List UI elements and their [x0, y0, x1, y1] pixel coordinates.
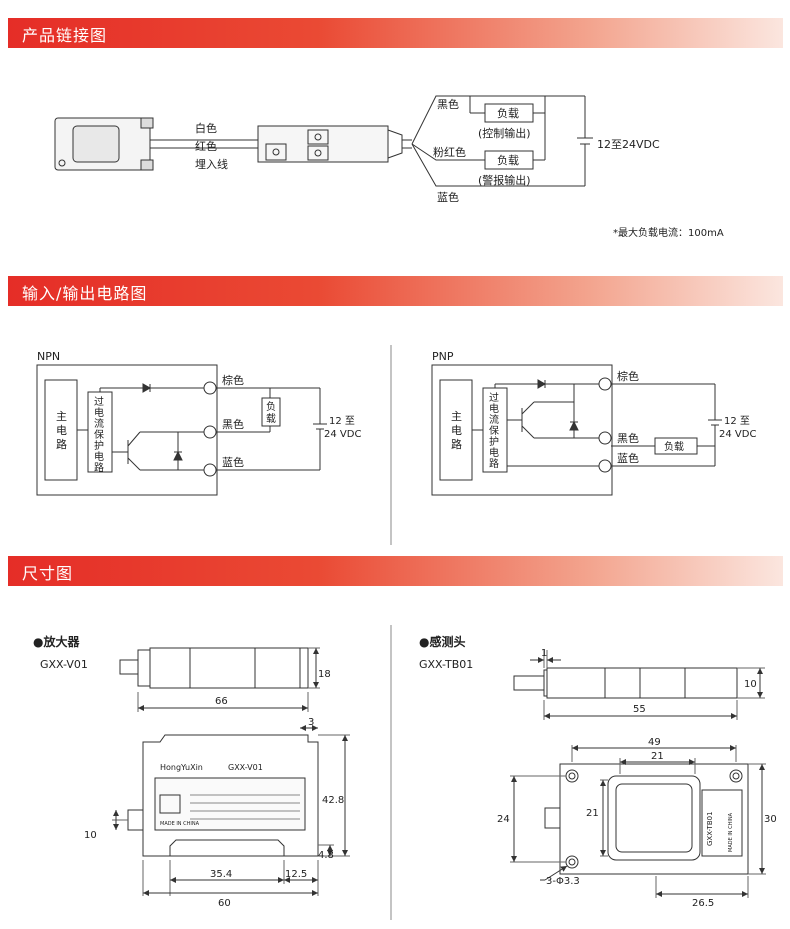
protect-char: 电: [489, 446, 499, 459]
dim-24: 24: [497, 814, 510, 825]
load-char: 负: [266, 400, 276, 413]
max-load-note: *最大负载电流：100mA: [613, 226, 724, 239]
wire-label-white: 白色: [195, 121, 217, 135]
load-label: 负载: [497, 153, 519, 167]
sensor-top-view: [513, 650, 765, 720]
sensor-model: GXX-TB01: [419, 658, 473, 671]
amplifier-heading: ●放大器: [33, 634, 80, 649]
sensor-label-model: GXX-TB01: [706, 811, 714, 846]
pnp-labels: 主 电 路 过 电 流 保 护 电 路 棕色 黑色 蓝色 负载 12 至 24 …: [451, 369, 756, 470]
hole-callout: 3-Φ3.3: [546, 876, 580, 887]
dim-60: 60: [218, 898, 231, 909]
amplifier-label-model: GXX-V01: [228, 763, 263, 772]
supply-label: 12 至: [329, 415, 355, 427]
main-circuit-char: 主: [451, 410, 462, 423]
wire-label-blue: 蓝色: [437, 190, 459, 204]
dim-1: 1: [541, 648, 547, 659]
amplifier-brand: HongYuXin: [160, 763, 203, 772]
sensor-heading: ●感测头: [419, 634, 465, 649]
sensor-made-in: MADE IN CHINA: [728, 812, 734, 852]
pnp-label: PNP: [432, 350, 454, 363]
dim-55: 55: [633, 704, 646, 715]
protect-char: 路: [94, 461, 104, 474]
protect-char: 路: [489, 457, 499, 470]
protect-char: 保: [94, 428, 104, 441]
section-title: 输入/输出电路图: [22, 284, 148, 303]
dim-21-top: 21: [651, 751, 664, 762]
section-title: 尺寸图: [22, 564, 74, 583]
wire-label-blue: 蓝色: [222, 455, 244, 469]
dim-26-5: 26.5: [692, 898, 714, 909]
connection-labels: 白色 红色 埋入线 黑色 粉红色 蓝色 负载 (控制输出) 负载 (警报输出) …: [195, 97, 724, 239]
wire-label-pink-red: 粉红色: [433, 145, 466, 159]
amplifier-top-view: [119, 647, 320, 712]
section-banner-connection: 产品链接图: [8, 18, 783, 48]
wire-label-red: 红色: [195, 139, 217, 153]
npn-circuit: [36, 364, 327, 496]
protect-char: 流: [94, 417, 104, 430]
dim-10: 10: [744, 679, 757, 690]
sensor-front-view: [510, 745, 766, 898]
wire-label-embedded: 埋入线: [195, 157, 228, 171]
amplifier-made-in: MADE IN CHINA: [160, 821, 200, 827]
protect-char: 过: [489, 391, 499, 404]
pnp-circuit: [431, 364, 722, 496]
dim-21-side: 21: [586, 808, 599, 819]
npn-label: NPN: [37, 350, 60, 363]
protect-char: 电: [94, 406, 104, 419]
protect-char: 保: [489, 424, 499, 437]
section-banner-dimension: 尺寸图: [8, 556, 783, 586]
protect-char: 电: [94, 450, 104, 463]
dim-3: 3: [308, 717, 314, 728]
section-banner-circuit: 输入/输出电路图: [8, 276, 783, 306]
wire-label-black: 黑色: [617, 431, 639, 445]
protect-char: 护: [94, 439, 104, 452]
wire-label-black: 黑色: [222, 417, 244, 431]
dim-18: 18: [318, 669, 331, 680]
main-circuit-char: 路: [56, 438, 67, 451]
wire-label-blue: 蓝色: [617, 451, 639, 465]
main-circuit-char: 电: [451, 424, 462, 437]
load-note-alarm: (警报输出): [478, 173, 531, 187]
dim-42-8: 42.8: [322, 795, 344, 806]
protect-char: 电: [489, 402, 499, 415]
dim-12-5: 12.5: [285, 869, 307, 880]
dim-49: 49: [648, 737, 661, 748]
amplifier-model: GXX-V01: [40, 658, 88, 671]
protect-char: 过: [94, 395, 104, 408]
amplifier-front-view: [112, 725, 350, 896]
dim-35-4: 35.4: [210, 869, 232, 880]
load-note-control: (控制输出): [478, 126, 531, 140]
dim-66: 66: [215, 696, 228, 707]
load-char: 载: [266, 413, 276, 425]
wire-label-black: 黑色: [437, 97, 459, 111]
wire-label-brown: 棕色: [617, 369, 639, 383]
main-circuit-char: 主: [56, 410, 67, 423]
wire-label-brown: 棕色: [222, 373, 244, 387]
supply-label: 24 VDC: [719, 429, 756, 440]
connection-diagram: [54, 95, 593, 187]
main-circuit-char: 电: [56, 424, 67, 437]
protect-char: 护: [489, 435, 499, 448]
section-title: 产品链接图: [22, 26, 108, 45]
dim-4-8: 4.8: [318, 850, 334, 861]
dim-10: 10: [84, 830, 97, 841]
supply-label: 12至24VDC: [597, 138, 660, 151]
load-label: 负载: [497, 106, 519, 120]
dim-30: 30: [764, 814, 777, 825]
main-circuit-char: 路: [451, 438, 462, 451]
protect-char: 流: [489, 413, 499, 426]
supply-label: 24 VDC: [324, 429, 361, 440]
load-label: 负载: [664, 440, 684, 453]
supply-label: 12 至: [724, 415, 750, 427]
npn-labels: 主 电 路 过 电 流 保 护 电 路 棕色 黑色 蓝色 负 载 12 至 24…: [56, 373, 361, 474]
